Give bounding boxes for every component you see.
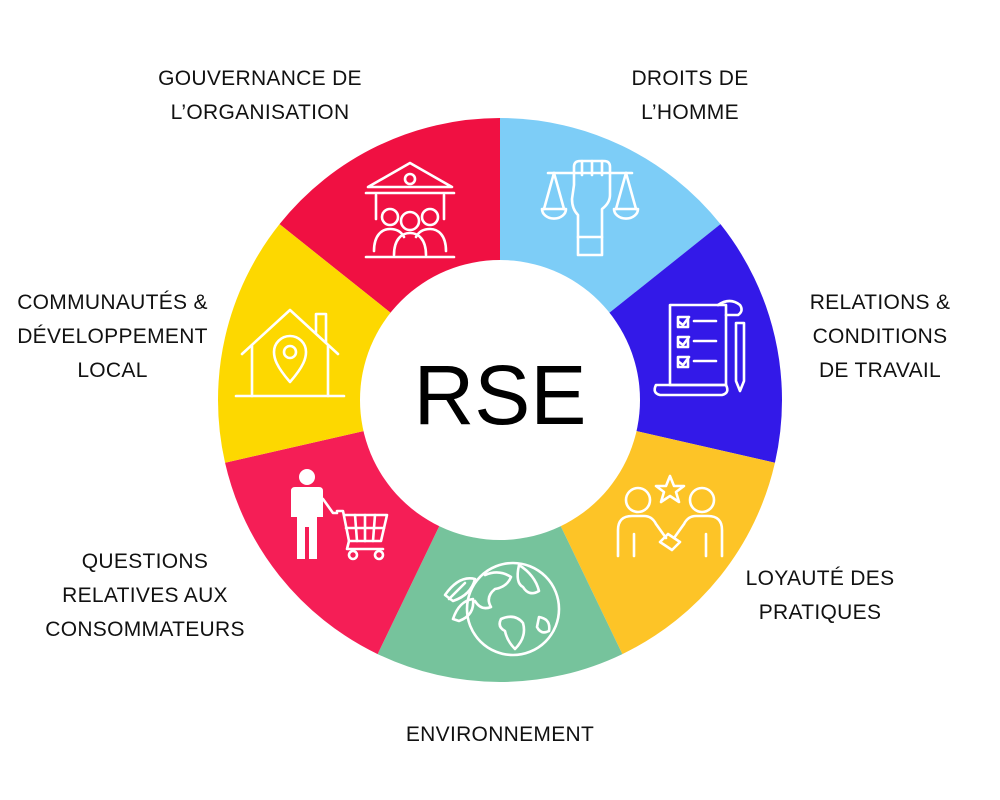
institution-people-icon <box>364 161 456 259</box>
label-relations: RELATIONS & CONDITIONS DE TRAVAIL <box>790 286 970 388</box>
label-line: RELATIVES AUX <box>62 584 228 607</box>
label-line: ENVIRONNEMENT <box>405 723 595 746</box>
label-line: L’ORGANISATION <box>170 101 350 124</box>
raised-fist-scales-icon <box>540 159 640 257</box>
label-line: QUESTIONS <box>81 550 209 573</box>
globe-leaf-icon <box>443 561 561 657</box>
label-line: CONDITIONS <box>812 325 948 348</box>
handshake-star-icon <box>616 474 724 558</box>
label-line: L’HOMME <box>641 101 739 124</box>
label-gouvernance: GOUVERNANCE DE L’ORGANISATION <box>135 62 385 130</box>
label-communautes: COMMUNAUTÉS & DÉVELOPPEMENT LOCAL <box>0 286 225 388</box>
label-line: CONSOMMATEURS <box>45 618 245 641</box>
shopper-cart-icon <box>291 469 389 561</box>
label-loyaute: LOYAUTÉ DES PRATIQUES <box>725 562 915 630</box>
label-line: DÉVELOPPEMENT <box>17 325 208 348</box>
checklist-scroll-pen-icon <box>653 299 746 397</box>
center-circle <box>360 260 640 540</box>
label-environnement: ENVIRONNEMENT <box>375 718 625 752</box>
label-line: LOCAL <box>77 359 148 382</box>
label-line: DE TRAVAIL <box>818 359 942 382</box>
house-location-icon <box>234 308 346 398</box>
label-droits: DROITS DE L’HOMME <box>590 62 790 130</box>
label-line: COMMUNAUTÉS & <box>17 291 208 314</box>
label-line: LOYAUTÉ DES <box>745 567 895 590</box>
label-line: GOUVERNANCE DE <box>158 67 362 90</box>
label-line: PRATIQUES <box>758 601 882 624</box>
label-line: DROITS DE <box>631 67 749 90</box>
label-consommateurs: QUESTIONS RELATIVES AUX CONSOMMATEURS <box>25 545 265 647</box>
label-line: RELATIONS & <box>809 291 951 314</box>
center-title: RSE <box>413 348 587 442</box>
wheel-segment-environnement <box>377 400 623 682</box>
